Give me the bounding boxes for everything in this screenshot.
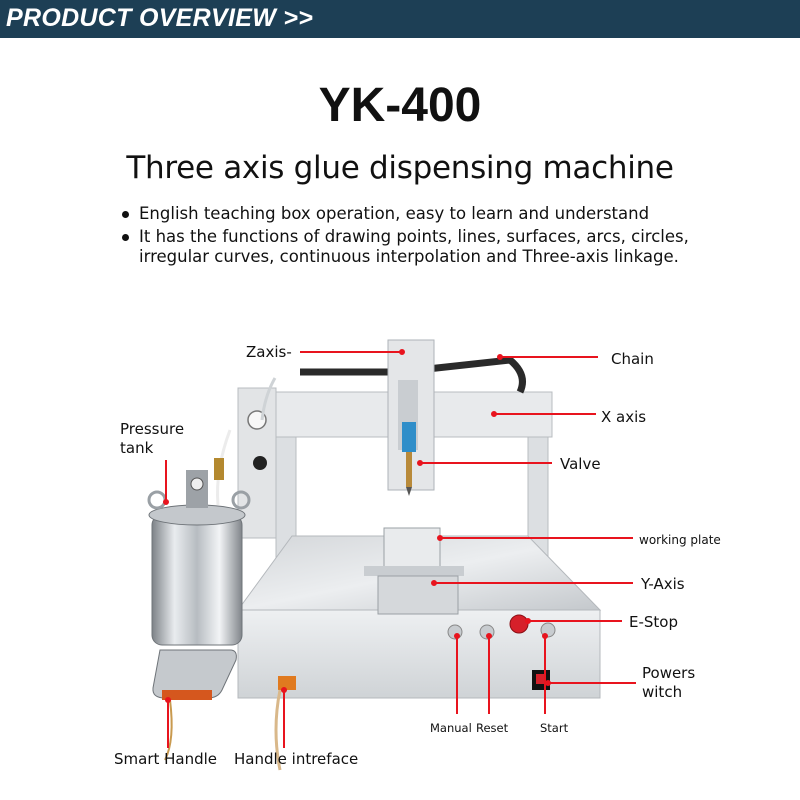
e-stop-icon bbox=[509, 614, 529, 634]
smart-handle bbox=[152, 649, 282, 771]
label-y-axis: Y-Axis bbox=[641, 575, 685, 593]
label-manual: Manual bbox=[430, 721, 472, 735]
leader-lines bbox=[163, 349, 636, 748]
product-name-subtitle: Three axis glue dispensing machine bbox=[126, 150, 674, 186]
label-working-plate: working plate bbox=[639, 533, 721, 547]
header-banner: PRODUCT OVERVIEW >> bbox=[0, 0, 800, 38]
label-start: Start bbox=[540, 721, 569, 735]
label-power-switch: Powers witch bbox=[642, 664, 696, 701]
working-plate bbox=[383, 527, 441, 569]
label-pressure-tank: Pressure tank bbox=[120, 420, 185, 457]
feature-list: English teaching box operation, easy to … bbox=[122, 204, 762, 270]
handle-interface-port bbox=[278, 676, 296, 690]
feature-item: English teaching box operation, easy to … bbox=[122, 204, 762, 224]
label-valve: Valve bbox=[560, 455, 601, 473]
y-axis-slider bbox=[377, 575, 459, 615]
tank-gauge-icon bbox=[190, 477, 204, 491]
label-zaxis: Zaxis- bbox=[246, 343, 292, 361]
valve bbox=[402, 422, 416, 452]
label-reset: Reset bbox=[476, 721, 509, 735]
label-handle-interface: Handle intreface bbox=[234, 750, 359, 768]
label-e-stop: E-Stop bbox=[629, 613, 678, 631]
feature-item: It has the functions of drawing points, … bbox=[122, 227, 762, 267]
banner-title: PRODUCT OVERVIEW >> bbox=[6, 4, 314, 32]
product-model-title: YK-400 bbox=[318, 79, 482, 132]
pressure-tank bbox=[147, 458, 251, 646]
label-chain: Chain bbox=[611, 350, 654, 368]
knob-icon bbox=[253, 456, 267, 470]
label-x-axis: X axis bbox=[601, 408, 647, 426]
label-smart-handle: Smart Handle bbox=[114, 750, 218, 768]
